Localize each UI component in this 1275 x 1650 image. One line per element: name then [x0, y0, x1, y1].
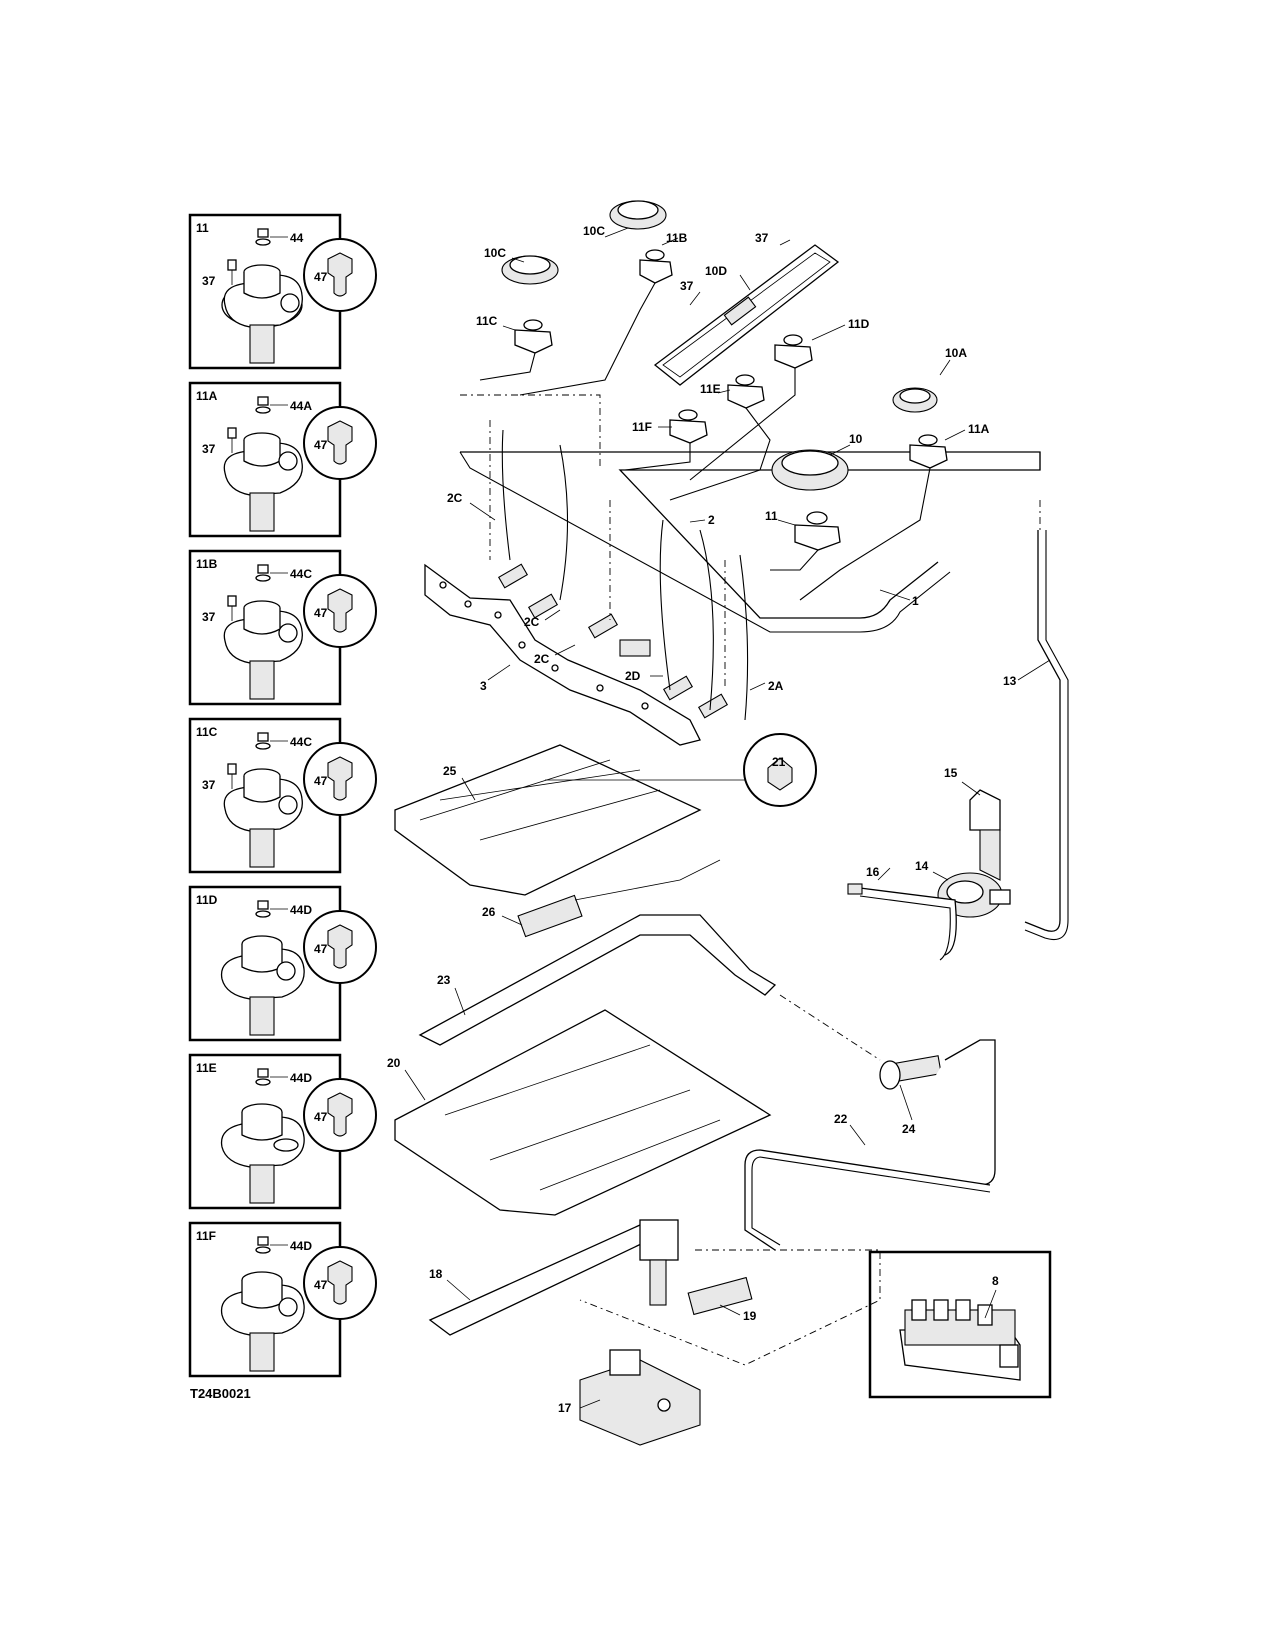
- label-10c: 10C: [583, 224, 605, 238]
- label-19: 19: [743, 1309, 757, 1323]
- label-14: 14: [915, 859, 929, 873]
- inset-burner-11c: 11C 44C 37 47: [188, 717, 377, 874]
- safety-valve-17: [579, 1349, 701, 1446]
- burner-base-11a: [909, 434, 948, 469]
- regulator-14: [937, 872, 1011, 918]
- label-11e: 11E: [700, 382, 721, 396]
- label-10a: 10A: [945, 346, 967, 360]
- burner-head-10: [771, 449, 849, 491]
- screw-label: 37: [202, 274, 216, 288]
- label-1: 1: [912, 594, 919, 608]
- label-2a: 2A: [768, 679, 784, 693]
- inset-title: 11: [196, 221, 209, 235]
- burner-head-10c-left: [501, 255, 559, 285]
- burner-base-11c: [514, 319, 553, 354]
- label-11c: 11C: [476, 314, 498, 328]
- orifice-label: 47: [314, 774, 328, 788]
- label-20: 20: [387, 1056, 401, 1070]
- screw-label: 37: [202, 778, 216, 792]
- orifice-label: 47: [314, 270, 328, 284]
- cap-label: 44D: [290, 903, 312, 917]
- inset-title: 11F: [196, 1229, 216, 1243]
- label-22: 22: [834, 1112, 848, 1126]
- label-11b: 11B: [666, 231, 688, 245]
- label-26: 26: [482, 905, 496, 919]
- label-18: 18: [429, 1267, 443, 1281]
- inset-title: 11D: [196, 893, 218, 907]
- burner-head-10c-top: [609, 200, 667, 230]
- burner-base-11f: [669, 409, 708, 444]
- label-2d: 2D: [625, 669, 641, 683]
- inset-title: 11A: [196, 389, 218, 403]
- label-11d: 11D: [848, 317, 870, 331]
- label-10d: 10D: [705, 264, 727, 278]
- label-37: 37: [680, 279, 694, 293]
- inset-title: 11C: [196, 725, 218, 739]
- label-2c: 2C: [534, 652, 550, 666]
- burner-base-11b: [639, 249, 673, 284]
- cap-label: 44C: [290, 567, 312, 581]
- orifice-label: 47: [314, 438, 328, 452]
- leader-lines: [404, 227, 1051, 1409]
- cap-label: 44D: [290, 1239, 312, 1253]
- label-11: 11: [765, 509, 778, 523]
- label-3: 3: [480, 679, 487, 693]
- label-25: 25: [443, 764, 457, 778]
- orifice-label: 47: [314, 606, 328, 620]
- inset-burner-11d: 11D 44D 47: [188, 885, 377, 1042]
- burner-head-10a: [892, 387, 938, 413]
- label-24: 24: [902, 1122, 916, 1136]
- orifice-holder-24: [879, 1055, 942, 1090]
- label-21: 21: [772, 755, 786, 769]
- regulator-bracket-15: [969, 789, 1001, 881]
- bake-burner-18: [428, 1219, 679, 1336]
- burner-base-11: [794, 511, 841, 551]
- label-2c: 2C: [447, 491, 463, 505]
- inset-burner-11e: 11E 44D 47: [188, 1053, 377, 1210]
- inset-title: 11E: [196, 1061, 217, 1075]
- burner-tube-23: [418, 914, 777, 1046]
- valves: [497, 563, 729, 719]
- label-2: 2: [708, 513, 715, 527]
- label-37: 37: [755, 231, 769, 245]
- spark-module-inset: 8: [868, 1250, 1052, 1399]
- label-2c: 2C: [524, 615, 540, 629]
- cap-label: 44D: [290, 1071, 312, 1085]
- label-16: 16: [866, 865, 880, 879]
- label-11a: 11A: [968, 422, 990, 436]
- label-11f: 11F: [632, 420, 652, 434]
- burner-base-11d: [774, 334, 813, 369]
- inset-burner-11b: 11B 44C 37 47: [188, 549, 377, 706]
- spark-module-label: 8: [992, 1274, 999, 1288]
- baffle-25: [394, 744, 702, 896]
- orifice-label: 47: [314, 1278, 328, 1292]
- label-17: 17: [558, 1401, 572, 1415]
- burner-bracket: [424, 563, 701, 746]
- inset-burner-11f: 11F 44D 47: [188, 1221, 377, 1378]
- gas-pipe-13: [1024, 530, 1069, 941]
- label-23: 23: [437, 973, 451, 987]
- label-10c: 10C: [484, 246, 506, 260]
- orifice-label: 47: [314, 1110, 328, 1124]
- inset-title: 11B: [196, 557, 218, 571]
- inset-burner-11a: 11A 44A 37 47: [188, 381, 377, 538]
- igniter-26: [517, 894, 583, 938]
- label-15: 15: [944, 766, 958, 780]
- label-13: 13: [1003, 674, 1017, 688]
- orifice-label: 47: [314, 942, 328, 956]
- label-10: 10: [849, 432, 863, 446]
- cap-label: 44A: [290, 399, 312, 413]
- cap-label: 44: [290, 231, 304, 245]
- screw-label: 37: [202, 610, 216, 624]
- baffle-20: [394, 1009, 772, 1216]
- diagram-code: T24B0021: [190, 1386, 251, 1401]
- gas-pipe-22: [744, 1149, 991, 1251]
- screw-label: 37: [202, 442, 216, 456]
- burner-base-11e: [727, 374, 765, 409]
- cap-label: 44C: [290, 735, 312, 749]
- inset-burner-11: 11 44 37 47: [188, 213, 377, 370]
- simmer-plate-10d: [653, 244, 840, 386]
